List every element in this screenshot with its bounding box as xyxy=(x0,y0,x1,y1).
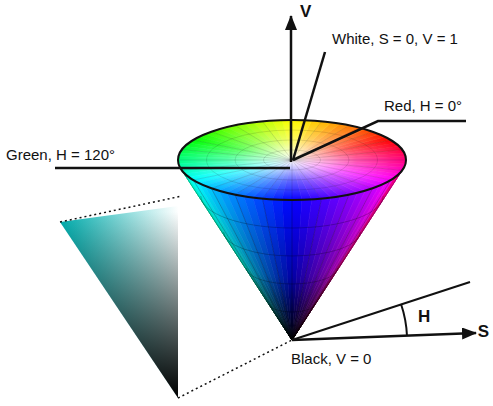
cone-grid-ring xyxy=(224,232,361,256)
cone-side-segment xyxy=(235,195,292,340)
black-label: Black, V = 0 xyxy=(290,350,372,368)
cone-grid-line xyxy=(211,188,292,340)
triangle-value-fill xyxy=(60,206,178,398)
cone-grid-line xyxy=(235,195,292,340)
cone-side-segment xyxy=(199,183,292,340)
cone-grid-line xyxy=(292,200,293,340)
cone-grid-line xyxy=(292,180,391,340)
cone-side-segment xyxy=(211,188,292,340)
axis-label: S xyxy=(477,323,490,341)
s-axis-arrow xyxy=(292,333,476,340)
cone-side-segment xyxy=(244,196,292,340)
red-label: Red, H = 0° xyxy=(383,97,463,115)
cone-grid-line xyxy=(292,195,349,340)
cone-side-segment xyxy=(292,195,349,340)
angle-label: H xyxy=(417,308,431,326)
dotted-guide xyxy=(178,340,292,398)
cone-grid-line xyxy=(292,199,322,340)
cone-side-segment xyxy=(262,199,292,340)
cone-side-segment xyxy=(189,177,292,340)
cone-grid-line xyxy=(193,180,292,340)
cross-section-triangle xyxy=(60,196,292,398)
red-leader xyxy=(293,121,466,160)
white-label: White, S = 0, V = 1 xyxy=(331,30,459,48)
green-label: Green, H = 120° xyxy=(5,146,116,164)
cone-grid-ring xyxy=(246,268,337,284)
cone-side-segment xyxy=(253,198,292,340)
cone-side-segment xyxy=(272,199,292,340)
green-leader xyxy=(55,167,290,170)
dotted-guide xyxy=(60,196,182,222)
triangle-hue-fill xyxy=(60,206,178,398)
hue-reference-line xyxy=(292,282,470,340)
white-leader xyxy=(293,52,325,160)
cone-grid-line xyxy=(262,199,292,340)
cone-side-segment xyxy=(292,180,391,340)
cone-grid-ring xyxy=(269,304,315,312)
cone-side-segment xyxy=(219,191,292,340)
hue-angle-arc xyxy=(401,304,407,336)
cone-side-segment xyxy=(205,186,292,340)
v-axis-arrow xyxy=(290,16,293,162)
axis-label: V xyxy=(299,3,312,21)
cone-side-segment xyxy=(227,193,292,340)
cone-side-segment xyxy=(193,180,292,340)
